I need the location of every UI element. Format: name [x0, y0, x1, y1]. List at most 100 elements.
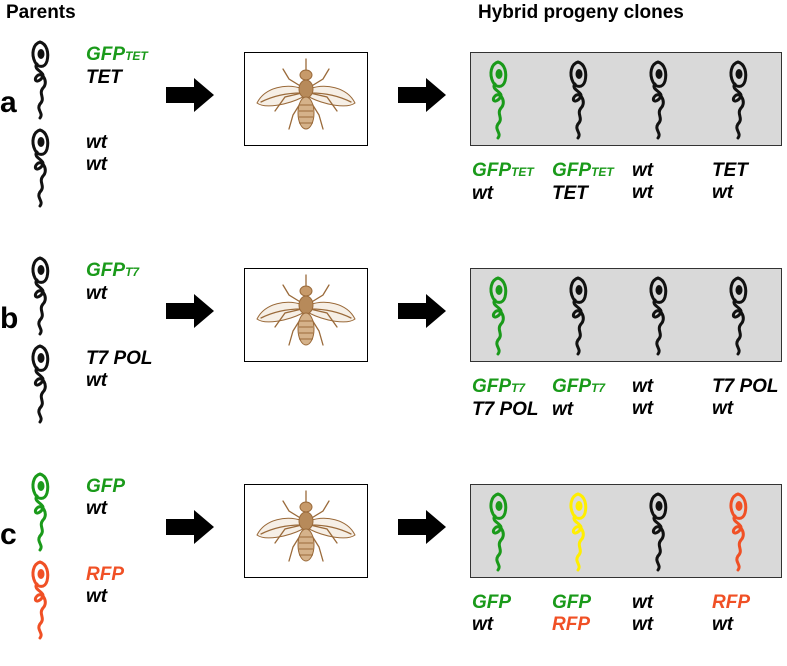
genotype-line: wt: [632, 376, 653, 398]
genotype-line: wt: [632, 614, 653, 636]
genotype-line: T7 POL: [712, 376, 779, 398]
parent-parasite-icon: [31, 128, 50, 208]
genotype-main: GFP: [86, 260, 126, 281]
genotype-line: wt: [712, 614, 750, 636]
genotype-line: wt: [86, 132, 107, 154]
row-letter: c: [0, 518, 17, 551]
progeny-parasite-icon: [569, 492, 588, 572]
genotype-subscript: T7: [125, 265, 140, 279]
progeny-parasite-icon: [729, 492, 748, 572]
progeny-parasite-icon: [489, 60, 508, 140]
genotype-main: wt: [472, 183, 494, 204]
genotype-line: wt: [86, 154, 107, 176]
tsetse-fly-icon: [256, 274, 356, 346]
genotype-main: GFP: [552, 376, 592, 397]
genotype-line: GFP: [472, 592, 511, 614]
progeny-parasite-icon: [649, 492, 668, 572]
genotype-line: wt: [712, 182, 748, 204]
parents-header: Parents: [6, 2, 76, 23]
genotype-line: GFPT7: [86, 260, 139, 283]
genotype-line: GFP: [552, 592, 591, 614]
genotype-subscript: T7: [591, 381, 606, 395]
genotype-main: TET: [552, 183, 588, 204]
genotype-line: RFP: [712, 592, 750, 614]
genotype-main: wt: [472, 614, 494, 635]
genotype-main: wt: [86, 154, 108, 175]
genotype-main: wt: [712, 614, 734, 635]
genotype-line: wt: [472, 183, 534, 205]
genotype-line: wt: [472, 614, 511, 636]
genotype-line: GFPT7: [552, 376, 605, 399]
genotype-main: wt: [632, 160, 654, 181]
genotype-main: GFP: [552, 592, 592, 613]
parent-parasite-icon: [31, 472, 50, 552]
progeny-header: Hybrid progeny clones: [478, 2, 684, 23]
genotype-main: wt: [86, 283, 108, 304]
right-arrow-icon: [166, 510, 214, 544]
progeny-parasite-icon: [569, 276, 588, 356]
genotype-line: wt: [632, 160, 653, 182]
tsetse-fly-icon: [256, 58, 356, 130]
genotype-line: wt: [86, 283, 139, 305]
genotype-line: RFP: [552, 614, 591, 636]
genotype-main: wt: [86, 498, 108, 519]
genotype-main: RFP: [552, 614, 590, 635]
genotype-line: GFPT7: [472, 376, 539, 399]
right-arrow-icon: [166, 294, 214, 328]
genotype-main: wt: [712, 182, 734, 203]
right-arrow-icon: [398, 510, 446, 544]
genotype-line: GFP: [86, 476, 125, 498]
genotype-subscript: TET: [511, 165, 534, 179]
right-arrow-icon: [398, 294, 446, 328]
right-arrow-icon: [166, 78, 214, 112]
genotype-line: TET: [86, 67, 148, 89]
genotype-main: T7 POL: [86, 348, 153, 369]
genotype-main: GFP: [472, 592, 512, 613]
tsetse-fly-box: [244, 268, 368, 362]
genotype-line: wt: [86, 586, 124, 608]
progeny-clones-box: [470, 52, 782, 146]
progeny-parasite-icon: [649, 60, 668, 140]
genotype-line: TET: [712, 160, 748, 182]
parent-parasite-icon: [31, 256, 50, 336]
genotype-main: wt: [552, 399, 574, 420]
genotype-main: wt: [86, 370, 108, 391]
genotype-main: GFP: [86, 476, 126, 497]
genotype-line: wt: [632, 592, 653, 614]
genotype-main: GFP: [472, 376, 512, 397]
tsetse-fly-box: [244, 484, 368, 578]
genotype-subscript: T7: [511, 381, 526, 395]
genotype-main: wt: [86, 132, 108, 153]
genotype-main: RFP: [712, 592, 750, 613]
genotype-line: RFP: [86, 564, 124, 586]
genotype-line: T7 POL: [86, 348, 153, 370]
genotype-main: T7 POL: [712, 376, 779, 397]
genotype-main: wt: [632, 614, 654, 635]
genotype-line: wt: [86, 370, 153, 392]
progeny-parasite-icon: [649, 276, 668, 356]
parent-parasite-icon: [31, 40, 50, 120]
genotype-main: wt: [632, 182, 654, 203]
progeny-parasite-icon: [489, 492, 508, 572]
genotype-main: GFP: [86, 44, 126, 65]
genotype-line: GFPTET: [86, 44, 148, 67]
genotype-main: RFP: [86, 564, 124, 585]
genotype-main: wt: [632, 592, 654, 613]
